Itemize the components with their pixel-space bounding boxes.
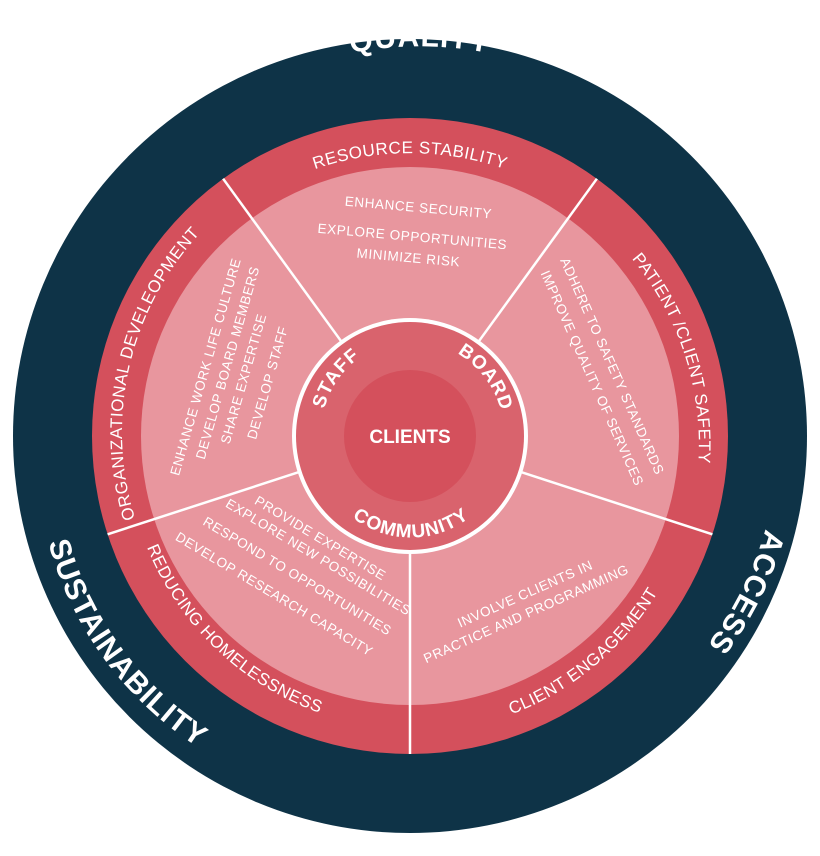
center-disc [344, 370, 476, 502]
center-label-clients: CLIENTS [369, 427, 450, 448]
divider-line [475, 177, 598, 345]
divider-line [107, 469, 303, 536]
segment-dividers [107, 177, 713, 754]
divider-line [222, 177, 345, 345]
divider-line [517, 469, 713, 536]
